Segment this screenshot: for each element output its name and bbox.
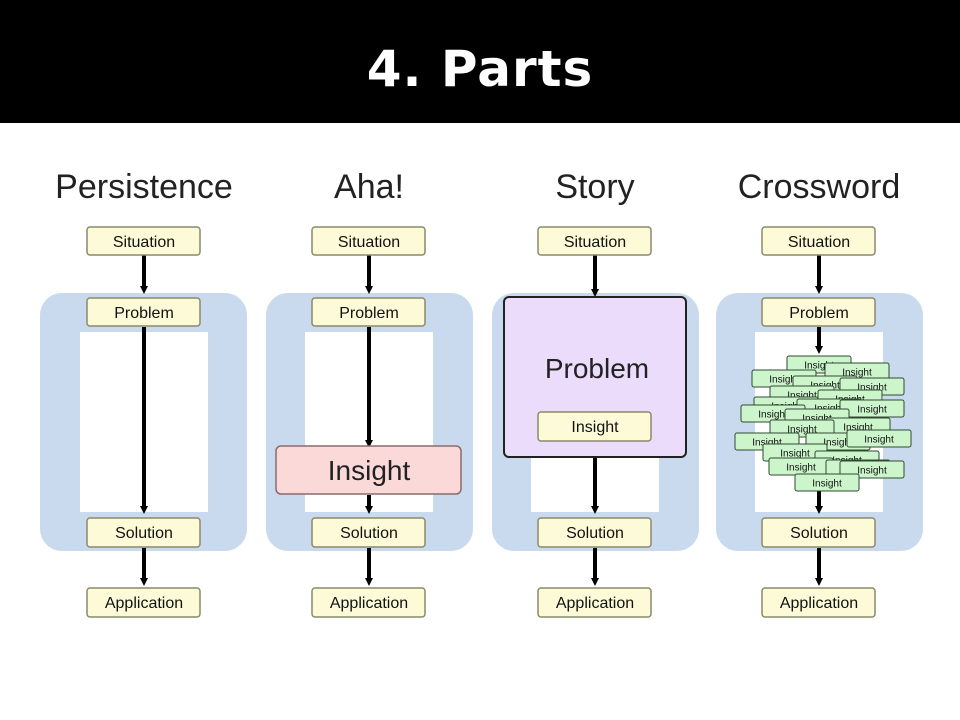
situation-box: [761, 226, 876, 256]
solution-label: Solution: [115, 525, 173, 542]
solution-box: [537, 517, 652, 548]
solution-box: [311, 517, 426, 548]
mini-insight-label: Insight: [787, 391, 817, 402]
situation-label: Situation: [113, 234, 175, 251]
problem-box: [761, 297, 876, 327]
mini-insight-label: Insight: [843, 423, 873, 434]
solution-label: Solution: [566, 525, 624, 542]
mini-insight-label: Insight: [769, 375, 799, 386]
insight-label: Insight: [328, 455, 411, 486]
column-crossword: Situation Problem InsightInsightInsightI…: [716, 226, 923, 618]
insight-box: [537, 411, 652, 442]
application-label: Application: [105, 595, 183, 612]
column-aha: Situation Problem Insight Solution Appli…: [266, 226, 473, 618]
mini-insight-label: Insight: [842, 368, 872, 379]
mini-insight-label: Insight: [864, 435, 894, 446]
mini-insight-label: Insight: [787, 425, 817, 436]
heading-story: Story: [555, 168, 634, 206]
application-label: Application: [780, 595, 858, 612]
column-story: Situation Problem Insight Solution Appli…: [492, 226, 699, 618]
application-box: [761, 587, 876, 618]
situation-label: Situation: [564, 234, 626, 251]
mini-insight-label: Insight: [812, 479, 842, 490]
problem-label: Problem: [339, 305, 399, 322]
problem-label: Problem: [114, 305, 174, 322]
mini-insight-label: Insight: [758, 410, 788, 421]
problem-label: Problem: [545, 353, 649, 384]
mini-insight-box: [846, 429, 912, 448]
slide-title: 4. Parts: [366, 40, 594, 98]
problem-label: Problem: [789, 305, 849, 322]
application-box: [537, 587, 652, 618]
heading-crossword: Crossword: [738, 168, 900, 206]
solution-label: Solution: [790, 525, 848, 542]
application-box: [311, 587, 426, 618]
heading-aha: Aha!: [334, 168, 404, 206]
situation-box: [311, 226, 426, 256]
mini-insight-label: Insight: [804, 361, 834, 372]
mini-insight-label: Insight: [857, 405, 887, 416]
mini-insight-box: [794, 473, 860, 492]
problem-box: [86, 297, 201, 327]
column-persistence: Situation Problem Solution Application: [40, 226, 247, 618]
situation-label: Situation: [788, 234, 850, 251]
application-label: Application: [330, 595, 408, 612]
mini-insight-label: Insight: [857, 383, 887, 394]
heading-persistence: Persistence: [55, 168, 233, 206]
mini-insight-label: Insight: [780, 449, 810, 460]
solution-box: [761, 517, 876, 548]
mini-insight-label: Insight: [802, 414, 832, 425]
solution-label: Solution: [340, 525, 398, 542]
insight-label: Insight: [571, 419, 619, 436]
insight-cluster: InsightInsightInsightInsightInsightInsig…: [734, 355, 912, 492]
mini-insight-label: Insight: [823, 438, 853, 449]
problem-box: [311, 297, 426, 327]
situation-label: Situation: [338, 234, 400, 251]
mini-insight-label: Insight: [752, 438, 782, 449]
situation-box: [537, 226, 652, 256]
solution-box: [86, 517, 201, 548]
mini-insight-label: Insight: [857, 466, 887, 477]
mini-insight-label: Insight: [786, 463, 816, 474]
application-label: Application: [556, 595, 634, 612]
application-box: [86, 587, 201, 618]
situation-box: [86, 226, 201, 256]
insight-box: [275, 445, 462, 495]
title-bar: [0, 0, 960, 123]
